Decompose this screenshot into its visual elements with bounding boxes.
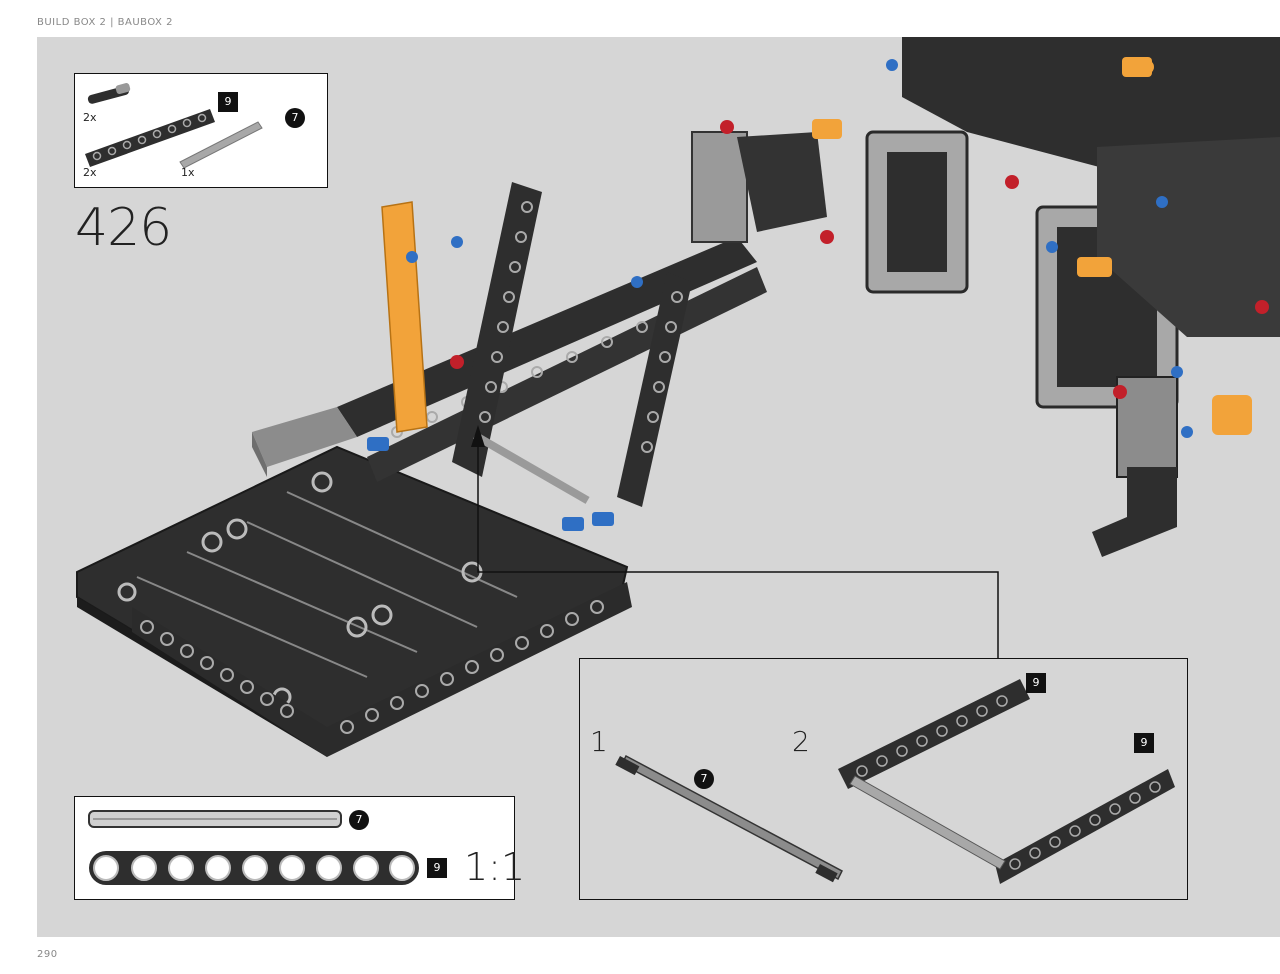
beam-length-badge: 9 [218,92,238,112]
beam-part [85,109,215,167]
axle-scale [88,810,342,828]
callout-connector [471,425,999,658]
base-plate [76,445,629,757]
step-number: 426 [75,198,172,258]
axle-pin-part [87,83,131,104]
sub-step-1-number: 1 [590,725,608,758]
scale-label: 1:1 [464,845,526,889]
axle-qty: 1x [181,166,195,179]
axle-pin-qty: 2x [83,111,97,124]
sub-step-2-number: 2 [792,725,810,758]
page-number: 290 [37,949,58,960]
front-beam-row [132,582,632,757]
orange-lift-arm [381,201,464,433]
connector-pins [367,120,834,531]
page-header: BUILD BOX 2 | BAUBOX 2 [37,17,173,28]
sub-assembly-box: 1 7 2 9 9 [579,658,1188,900]
beam-scale-badge: 9 [427,858,447,878]
sub-step-2-right-beam-badge: 9 [1134,733,1154,753]
parts-list-box: 2x 2x 1x 9 7 [74,73,328,188]
scale-reference-box: 7 9 [74,796,515,900]
beam-scale [89,851,419,885]
axle-length-badge: 7 [285,108,305,128]
axle-part [179,121,263,169]
beam-qty: 2x [83,166,97,179]
sub-step-1-axle-badge: 7 [694,769,714,789]
axle-scale-badge: 7 [349,810,369,830]
upper-frame-assembly [691,37,1280,557]
sub-step-2-top-beam-badge: 9 [1026,673,1046,693]
sub-step-2-assembly [838,679,1175,884]
main-assembly-illustration [76,37,1280,757]
sub-assembly-illustration [615,679,1175,884]
scale-illustration [88,810,419,885]
sub-step-1-axle [615,754,843,883]
vertical-beams [452,182,692,507]
parts-illustration [85,83,263,169]
